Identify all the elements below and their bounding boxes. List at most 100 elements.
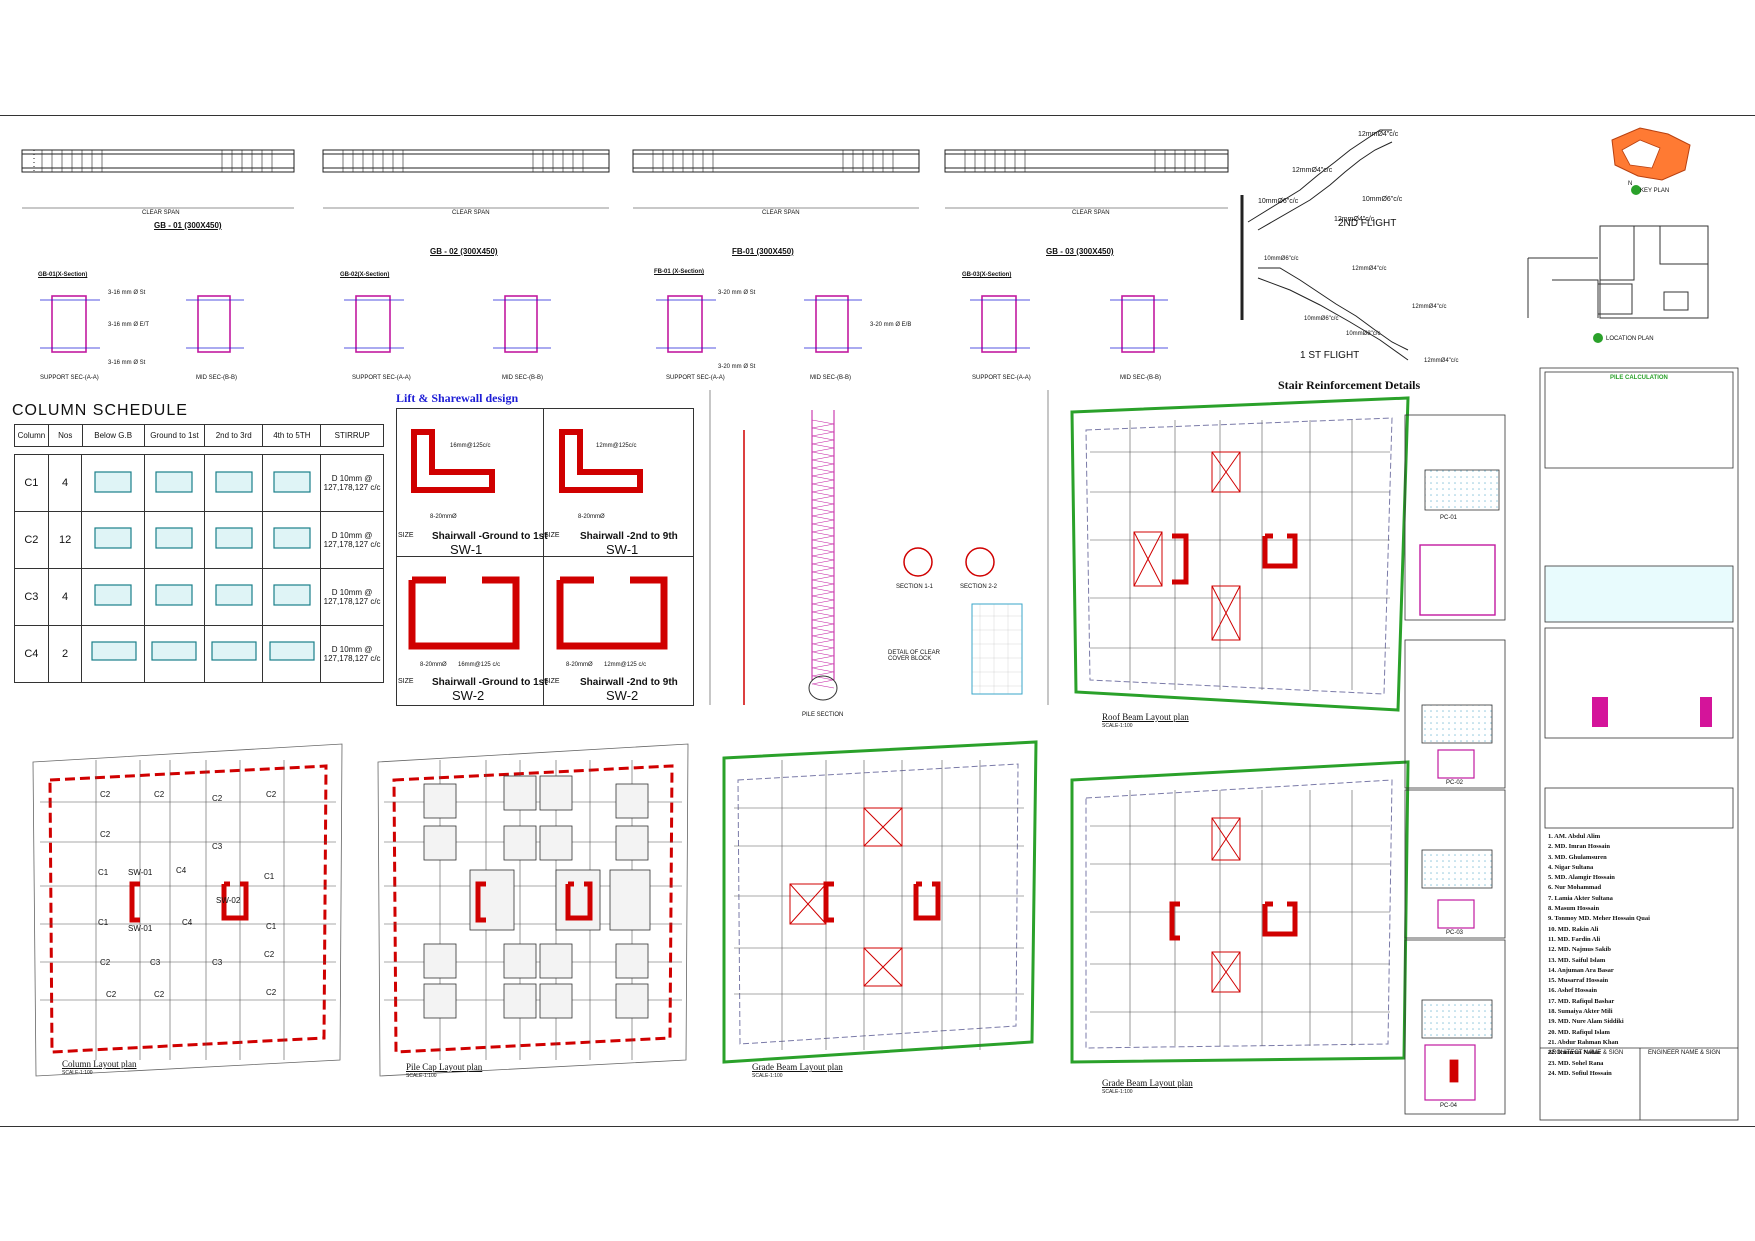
sharewall-name: SW-1 (606, 542, 639, 557)
column-label: C2 (100, 790, 111, 799)
sharewall-bar: 12mm@125c/c (596, 443, 637, 449)
table-row: C2 12 D 10mm @ 127,178,127 c/c (14, 511, 384, 569)
section-title: FB-01 (X-Section) (654, 269, 705, 275)
beam-title-fb01: FB-01 (300X450) (732, 247, 794, 256)
pile-drawing (743, 410, 1023, 705)
bar-note: 3-16 mm Ø E/T (108, 322, 150, 328)
col-header: 2nd to 3rd (204, 424, 264, 447)
plan-caption: Pile Cap Layout plan (406, 1062, 483, 1072)
member-name: 21. Abdur Rahman Khan (1548, 1038, 1619, 1046)
grade-beam-plan-2 (1070, 760, 1410, 1064)
member-name: 12. MD. Najmus Sakib (1548, 946, 1612, 954)
member-name: 18. Sumaiya Akter Mili (1548, 1008, 1613, 1016)
clear-span-label: CLEAR SPAN (452, 210, 490, 216)
sharewall-size: SIZE (398, 678, 414, 685)
column-nos: 4 (47, 454, 83, 512)
col-header: Below G.B (81, 424, 145, 447)
sharewall-frame (396, 408, 694, 706)
column-stirrup: D 10mm @ 127,178,127 c/c (320, 454, 384, 512)
beam-elevations (21, 149, 1229, 209)
member-name: 8. Masum Hossain (1548, 905, 1600, 913)
column-label: C1 (266, 922, 277, 931)
sharewall-caption: Shairwall -Ground to 1st (432, 531, 548, 542)
stair-bar: 10mmØ6"c/c (1264, 256, 1299, 262)
member-name: 23. MD. Sohel Rana (1548, 1059, 1604, 1067)
drawing-sheet (0, 115, 1755, 1127)
column-layout-plan (32, 743, 343, 1077)
table-row: C4 2 D 10mm @ 127,178,127 c/c (14, 625, 384, 683)
stair-bar: 10mmØ6"c/c (1362, 196, 1403, 203)
member-name: 17. MD. Rafiqul Bashar (1548, 997, 1615, 1005)
member-name: 6. Nur Mohammad (1548, 884, 1602, 892)
column-label: C2 (154, 990, 165, 999)
stair-section (1240, 129, 1409, 361)
bar-note: 3-20 mm Ø E/B (870, 322, 912, 328)
member-name: 3. MD. Ghulamsuren (1548, 853, 1607, 861)
member-name: 24. MD. Sofiul Hossain (1548, 1069, 1612, 1077)
column-label: C4 (176, 866, 187, 875)
member-name: 22. Kamrun Nahar (1548, 1049, 1601, 1057)
member-name: 13. MD. Saiful Islam (1548, 956, 1606, 964)
cover-block-label: DETAIL OF CLEAR COVER BLOCK (888, 650, 941, 662)
bar-note: 3-20 mm Ø St (718, 290, 756, 296)
member-name: 14. Anjuman Ara Basar (1548, 966, 1614, 974)
column-id: C4 (14, 625, 49, 683)
key-plan-label: KEY PLAN (1640, 188, 1670, 194)
column-nos: 12 (47, 511, 83, 569)
table-row: C3 4 D 10mm @ 127,178,127 c/c (14, 568, 384, 626)
sharewall-name: SW-2 (606, 688, 639, 703)
sharewall-caption: Shairwall -2nd to 9th (580, 531, 678, 542)
location-plan-label: LOCATION PLAN (1606, 336, 1654, 342)
stair-bar: 10mmØ6"c/c (1258, 198, 1299, 205)
stair-flight1-label: 1 ST FLIGHT (1300, 350, 1360, 361)
member-name: 7. Lamia Akter Sultana (1548, 894, 1613, 902)
pile-section-caption: PILE SECTION (802, 712, 844, 718)
column-label: C1 (264, 872, 275, 881)
column-id: C1 (14, 454, 49, 512)
plan-caption: Roof Beam Layout plan (1102, 712, 1189, 722)
beam-title-gb03: GB - 03 (300X450) (1046, 247, 1114, 256)
engineer-label: ENGINEER NAME & SIGN (1648, 1050, 1721, 1056)
sharewall-caption: Shairwall -2nd to 9th (580, 677, 678, 688)
plan-caption: Grade Beam Layout plan (1102, 1078, 1193, 1088)
sharewall-size: SIZE (398, 532, 414, 539)
stair-bar: 12mmØ4"c/c (1352, 266, 1387, 272)
member-name: 10. MD. Rakin Ali (1548, 925, 1599, 933)
column-label: C2 (266, 988, 277, 997)
column-label: C3 (212, 958, 223, 967)
plan-scale: SCALE-1:100 (406, 1073, 437, 1079)
column-label: C2 (100, 958, 111, 967)
member-name: 11. MD. Fardin Ali (1548, 935, 1601, 943)
support-section-label: SUPPORT SEC-(A-A) (40, 375, 99, 381)
stair-bar: 10mmØ6"c/c (1304, 316, 1339, 322)
column-nos: 4 (47, 568, 83, 626)
mid-section-label: MID SEC-(B-B) (502, 375, 543, 381)
mid-section-label: MID SEC-(B-B) (196, 375, 237, 381)
column-label: C4 (182, 918, 193, 927)
roof-beam-plan (1070, 396, 1410, 712)
column-schedule-body: C1 4 D 10mm @ 127,178,127 c/c C2 12 D 10… (14, 454, 384, 683)
stair-bar: 12mmØ4"c/c (1292, 167, 1333, 174)
mid-section-label: MID SEC-(B-B) (810, 375, 851, 381)
sharewall-bar2: 8-20mmØ (420, 662, 447, 668)
column-label: C1 (98, 918, 109, 927)
bar-note: 3-20 mm Ø St (718, 364, 756, 370)
plan-caption: Grade Beam Layout plan (752, 1062, 843, 1072)
clear-span-label: CLEAR SPAN (142, 210, 180, 216)
column-label: SW-02 (216, 896, 241, 905)
section-title: GB-01(X-Section) (38, 272, 88, 278)
column-schedule-title: COLUMN SCHEDULE (12, 402, 188, 419)
plan-caption: Column Layout plan (62, 1059, 137, 1069)
architect-label: ARCHITECT NAME & SIGN (1548, 1050, 1624, 1056)
north-label: N (1628, 181, 1633, 187)
sharewall-bar2: 8-20mmØ (430, 514, 457, 520)
sharewall-title: Lift & Sharewall design (396, 391, 519, 405)
clear-span-label: CLEAR SPAN (1072, 210, 1110, 216)
support-section-label: SUPPORT SEC-(A-A) (666, 375, 725, 381)
pile-cap-label: PC-03 (1446, 930, 1464, 936)
member-name: 5. MD. Alamgir Hossain (1548, 874, 1615, 882)
plan-scale: SCALE-1:100 (1102, 1089, 1133, 1095)
sharewall-name: SW-1 (450, 542, 483, 557)
member-name: 2. MD. Imran Hossain (1548, 843, 1610, 851)
